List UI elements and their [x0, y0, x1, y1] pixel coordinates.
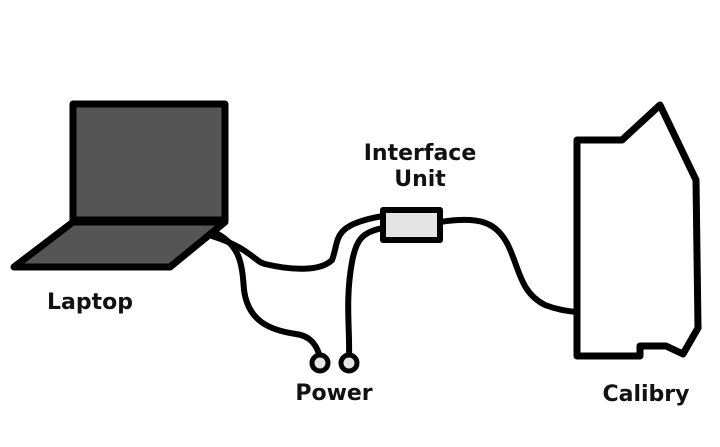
cable-interface-to-calibry [437, 216, 579, 315]
laptop-keyboard-base [10, 218, 229, 271]
calibry-label: Calibry [602, 382, 690, 407]
cable-power-to-interface [345, 225, 386, 360]
laptop-screen [69, 100, 229, 224]
power-label: Power [295, 381, 373, 406]
laptop-icon [10, 100, 229, 271]
interface-unit-label: Interface Unit [363, 141, 477, 192]
cable-laptop-to-interface [209, 213, 386, 272]
power-connector-right [338, 352, 360, 374]
laptop-label: Laptop [47, 290, 133, 315]
power-connector-left [309, 352, 331, 374]
interface-unit-box [380, 207, 443, 243]
calibry-device-outline [573, 101, 702, 360]
cable-laptop-to-power [209, 228, 323, 361]
